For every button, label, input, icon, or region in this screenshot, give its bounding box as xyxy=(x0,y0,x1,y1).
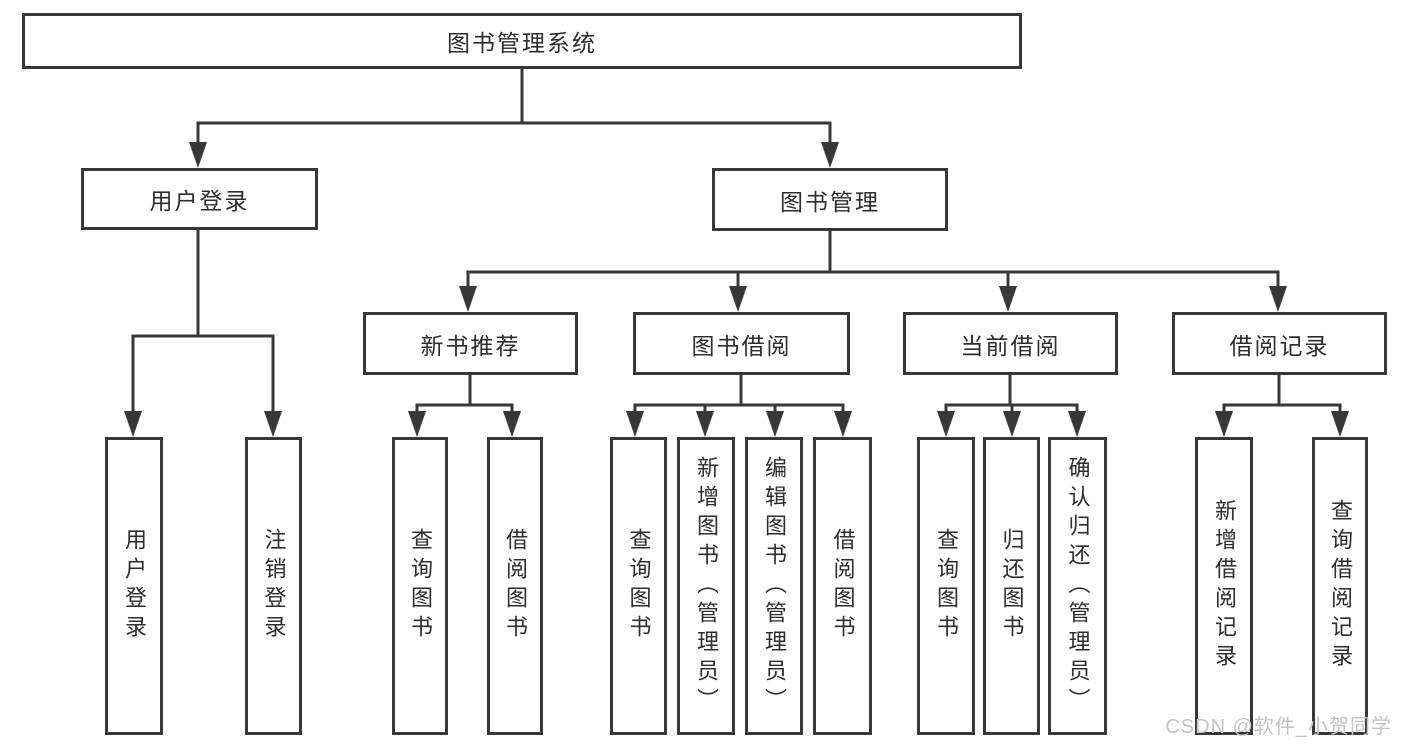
node-book-borrowing: 图书借阅 xyxy=(633,312,850,375)
leaf-recommend-borrow-books: 借阅图书 xyxy=(487,437,543,735)
leaf-confirm-return-admin: 确认归还（管理员） xyxy=(1048,437,1107,735)
leaf-logout: 注销登录 xyxy=(245,437,302,735)
leaf-borrow-books: 借阅图书 xyxy=(813,437,872,735)
leaf-recommend-query-books: 查询图书 xyxy=(392,437,448,735)
leaf-add-borrow-record: 新增借阅记录 xyxy=(1195,437,1253,735)
node-current-borrowing: 当前借阅 xyxy=(903,312,1118,375)
node-root: 图书管理系统 xyxy=(22,13,1022,69)
node-book-management: 图书管理 xyxy=(712,168,948,231)
node-borrowing-records: 借阅记录 xyxy=(1172,312,1387,375)
leaf-add-books-admin: 新增图书（管理员） xyxy=(677,437,735,735)
leaf-borrowing-query-books: 查询图书 xyxy=(610,437,667,735)
csdn-watermark: CSDN @软件_小贺同学 xyxy=(1165,716,1392,738)
leaf-return-books: 归还图书 xyxy=(983,437,1040,735)
node-new-book-recommend: 新书推荐 xyxy=(363,312,578,375)
leaf-user-login: 用户登录 xyxy=(105,437,163,735)
leaf-edit-books-admin: 编辑图书（管理员） xyxy=(745,437,803,735)
node-user-login: 用户登录 xyxy=(81,168,318,230)
leaf-current-query-books: 查询图书 xyxy=(917,437,975,735)
leaf-query-borrow-record: 查询借阅记录 xyxy=(1312,437,1368,735)
